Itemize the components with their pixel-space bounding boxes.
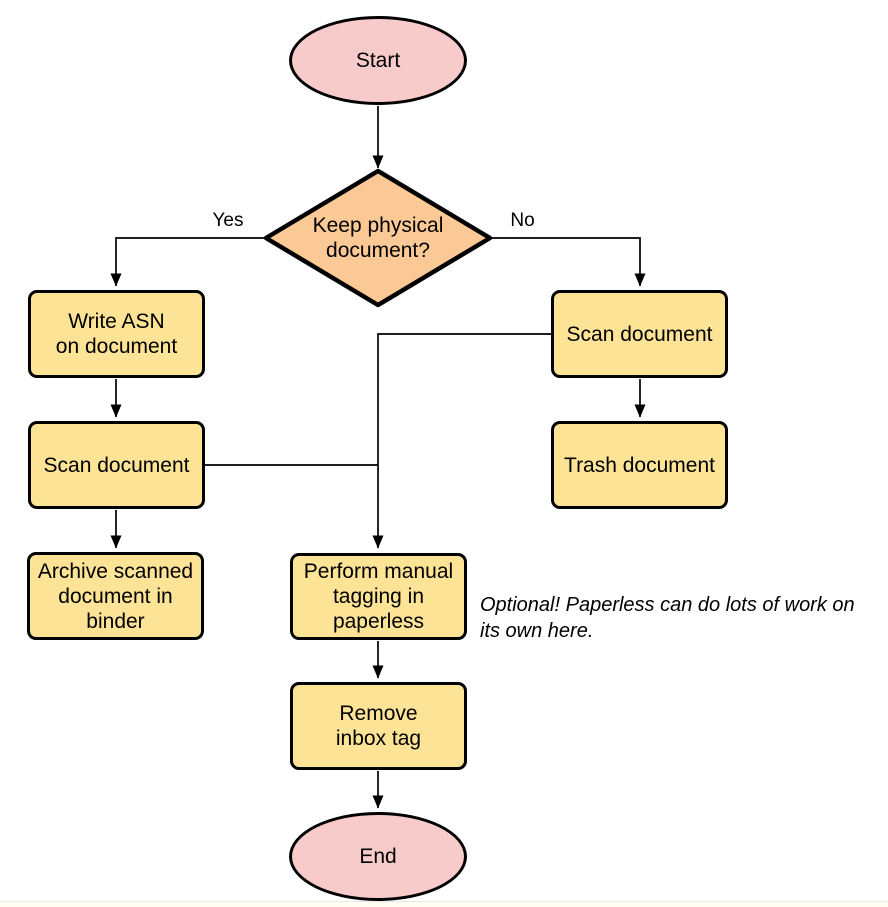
optional-note: Optional! Paperless can do lots of work … [480,594,855,642]
decision-diamond-shape [263,168,493,308]
bottom-edge-strip [0,901,888,907]
edge-decision-no [490,237,646,287]
process-trash-document: Trash document [551,421,728,509]
process-archive-in-binder: Archive scanned document in binder [27,552,204,640]
process-scan-document-right: Scan document [551,290,728,378]
decision-keep-physical-label: Keep physical document? [312,214,444,262]
edge-decision-yes [110,237,266,287]
process-remove-inbox-tag: Remove inbox tag [290,682,467,770]
edge-label-no: No [510,210,535,231]
process-write-asn: Write ASN on document [28,290,205,378]
process-scan-document-left: Scan document [28,421,205,509]
start-node: Start [289,16,467,105]
edge-scanright-to-tagging [372,333,551,549]
end-node: End [289,812,467,901]
edge-label-yes: Yes [212,210,244,231]
process-manual-tagging: Perform manual tagging in paperless [290,553,467,640]
